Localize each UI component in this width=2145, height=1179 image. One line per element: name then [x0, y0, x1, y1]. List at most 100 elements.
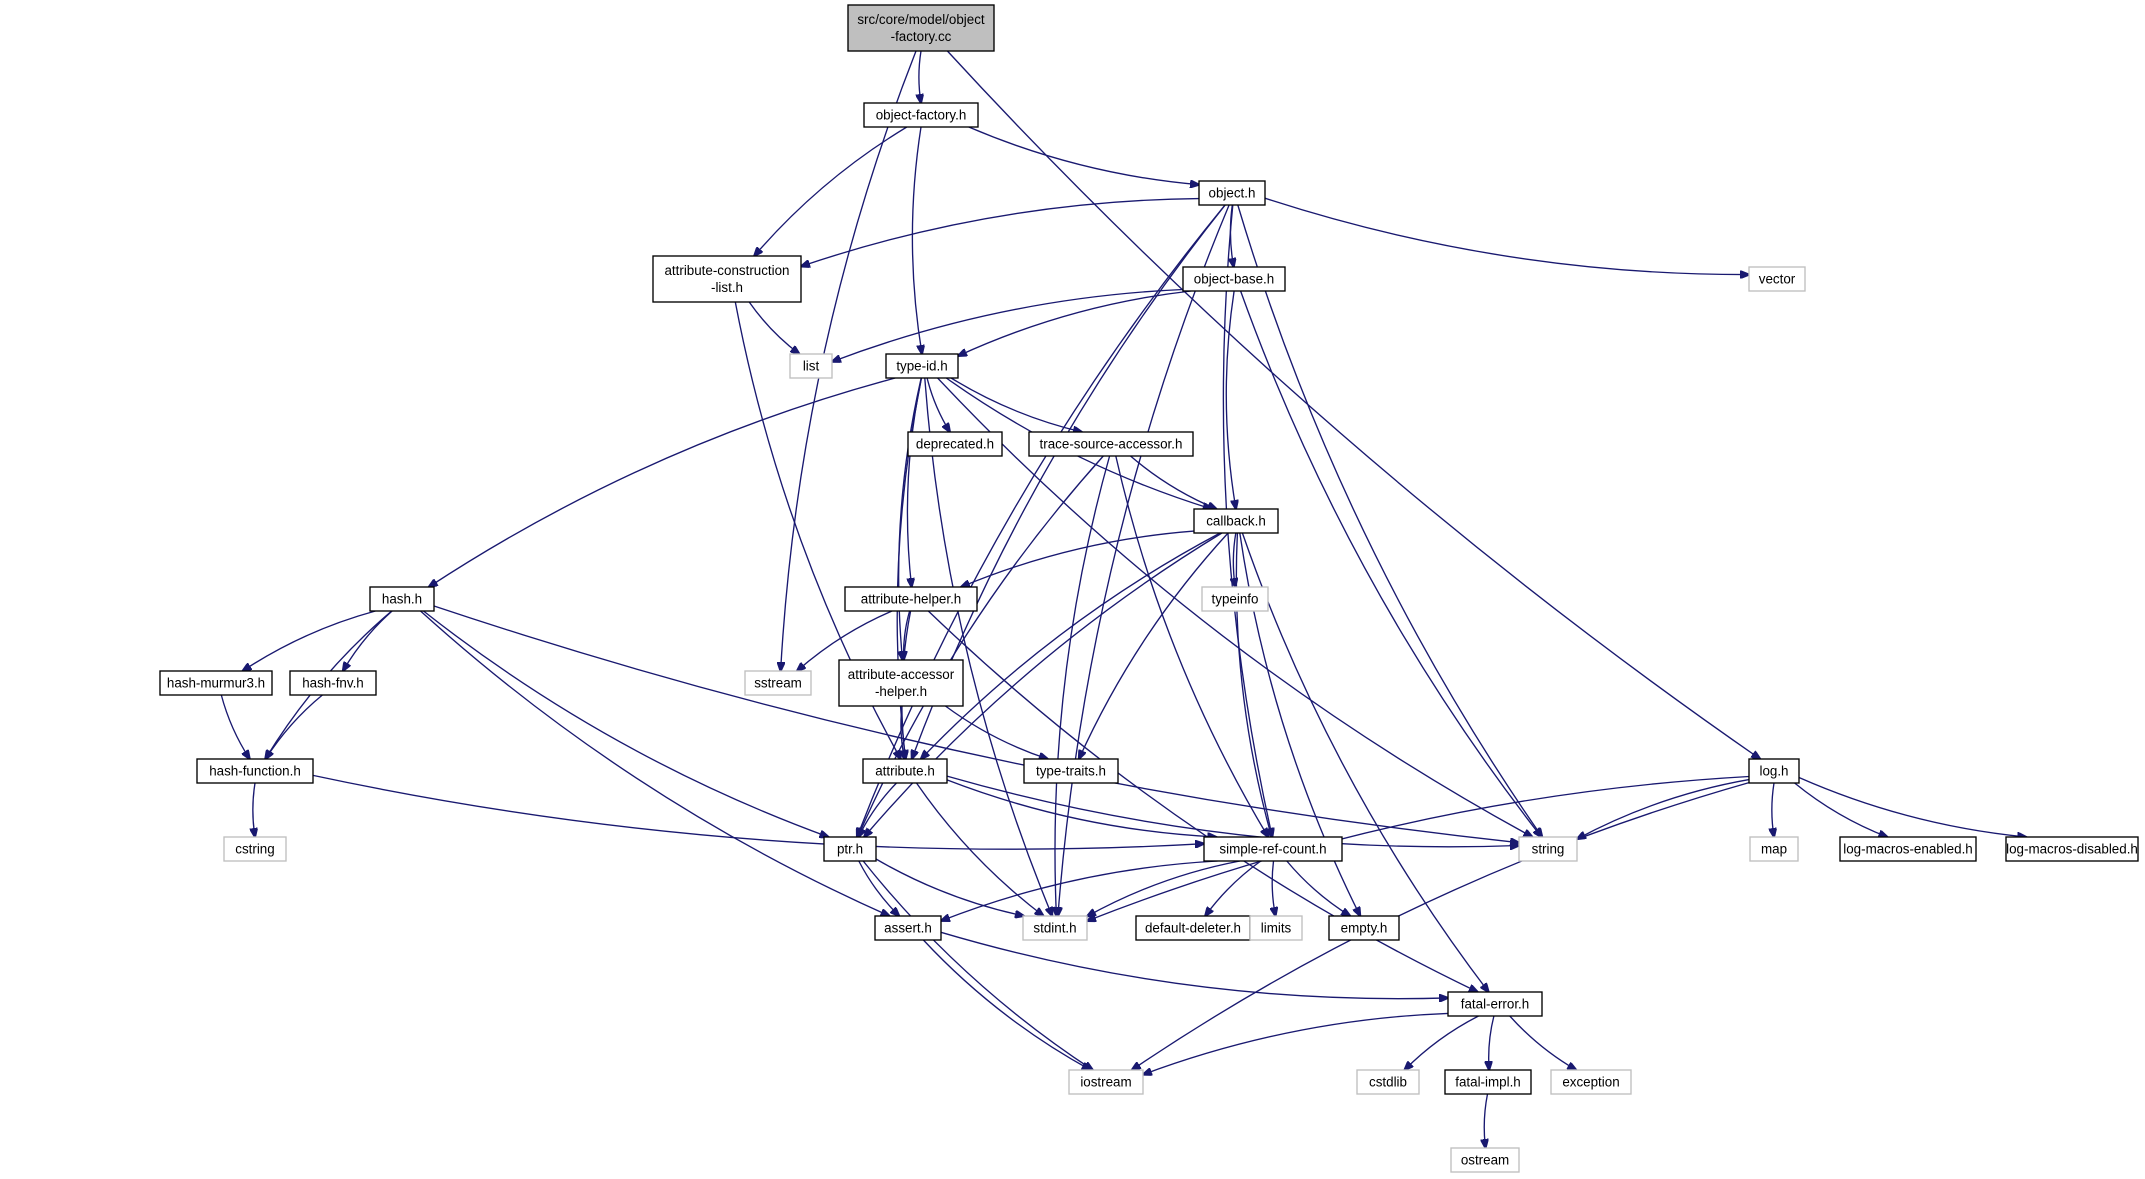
- edge-object-h-to-attribute-construction-list-h: [801, 197, 1200, 267]
- node-stdint-h: stdint.h: [1022, 915, 1088, 941]
- edge-attribute-helper-h-to-sstream: [797, 610, 893, 671]
- node-box: [1023, 758, 1119, 784]
- node-fatal-impl-h[interactable]: fatal-impl.h: [1444, 1069, 1532, 1095]
- node-box: [1450, 1147, 1520, 1173]
- edge-type-id-h-to-stdint-h: [924, 377, 1052, 916]
- edge-type-id-h-to-string: [937, 377, 1533, 837]
- node-label: object.h: [1209, 186, 1256, 201]
- node-cstring: cstring: [223, 836, 287, 862]
- node-log-h[interactable]: log.h: [1748, 758, 1800, 784]
- node-label: -factory.cc: [891, 29, 952, 44]
- edge-root-to-object-factory-h: [919, 50, 921, 103]
- node-object-factory-h[interactable]: object-factory.h: [863, 102, 979, 128]
- node-box: [1068, 1069, 1144, 1095]
- node-box: [1203, 836, 1343, 862]
- node-attribute-construction-list-h[interactable]: attribute-construction -list.h: [652, 255, 802, 303]
- node-box: [744, 670, 812, 696]
- node-vector: vector: [1748, 266, 1806, 292]
- node-simple-ref-count-h[interactable]: simple-ref-count.h: [1203, 836, 1343, 862]
- edge-object-factory-h-to-attribute-construction-list-h: [754, 126, 908, 256]
- edge-object-h-to-ptr-h: [857, 204, 1226, 837]
- node-hash-function-h[interactable]: hash-function.h: [196, 758, 314, 784]
- node-box: [1749, 836, 1799, 862]
- node-attribute-accessor-helper-h[interactable]: attribute-accessor-helper.h: [838, 659, 964, 707]
- node-object-h[interactable]: object.h: [1198, 180, 1266, 206]
- edge-attribute-construction-list-h-to-list: [748, 301, 799, 354]
- edge-attribute-accessor-helper-h-to-attribute-h: [901, 705, 905, 759]
- node-log-macros-enabled-h[interactable]: log-macros-enabled.h: [1839, 836, 1977, 862]
- node-label: attribute-accessor: [848, 667, 955, 682]
- node-label: list: [803, 359, 820, 374]
- node-label: string: [1532, 842, 1565, 857]
- edge-type-id-h-to-trace-source-accessor-h: [950, 377, 1082, 432]
- node-label: limits: [1261, 921, 1292, 936]
- node-label: deprecated.h: [916, 437, 994, 452]
- node-log-macros-disabled-h[interactable]: log-macros-disabled.h: [2005, 836, 2139, 862]
- edge-assert-h-to-fatal-error-h: [940, 931, 1448, 998]
- node-box: [159, 670, 273, 696]
- node-box: [844, 586, 978, 612]
- node-box: [289, 670, 377, 696]
- edge-callback-h-to-type-traits-h: [1079, 532, 1229, 759]
- node-label: src/core/model/object: [857, 12, 985, 27]
- node-label: typeinfo: [1212, 592, 1259, 607]
- edge-ptr-h-to-assert-h: [858, 860, 899, 916]
- node-iostream: iostream: [1068, 1069, 1144, 1095]
- node-object-base-h[interactable]: object-base.h: [1182, 266, 1286, 292]
- node-default-deleter-h[interactable]: default-deleter.h: [1135, 915, 1251, 941]
- node-label: attribute-construction: [664, 263, 789, 278]
- node-label: vector: [1759, 272, 1796, 287]
- node-box: [1356, 1069, 1420, 1095]
- node-assert-h[interactable]: assert.h: [874, 915, 942, 941]
- edge-log-h-to-log-macros-enabled-h: [1794, 782, 1888, 837]
- node-box: [823, 836, 877, 862]
- node-trace-source-accessor-h[interactable]: trace-source-accessor.h: [1028, 431, 1194, 457]
- node-fatal-error-h[interactable]: fatal-error.h: [1447, 991, 1543, 1017]
- node-box: [1839, 836, 1977, 862]
- edge-hash-h-to-ptr-h: [423, 610, 829, 837]
- node-hash-murmur3-h[interactable]: hash-murmur3.h: [159, 670, 273, 696]
- node-limits: limits: [1249, 915, 1303, 941]
- node-label: fatal-impl.h: [1455, 1075, 1521, 1090]
- node-type-traits-h[interactable]: type-traits.h: [1023, 758, 1119, 784]
- node-attribute-helper-h[interactable]: attribute-helper.h: [844, 586, 978, 612]
- node-label: -list.h: [711, 280, 743, 295]
- node-ptr-h[interactable]: ptr.h: [823, 836, 877, 862]
- node-box: [1028, 431, 1194, 457]
- node-root[interactable]: src/core/model/object -factory.cc: [847, 4, 995, 52]
- edge-simple-ref-count-h-to-limits: [1272, 860, 1275, 916]
- node-box: [1447, 991, 1543, 1017]
- edge-hash-h-to-hash-murmur3-h: [243, 610, 376, 671]
- node-type-id-h[interactable]: type-id.h: [885, 353, 959, 379]
- node-label: empty.h: [1341, 921, 1388, 936]
- node-box: [1748, 266, 1806, 292]
- edge-object-h-to-string: [1237, 204, 1542, 837]
- node-label: hash-murmur3.h: [167, 676, 265, 691]
- edge-object-factory-h-to-type-id-h: [911, 126, 922, 354]
- node-callback-h[interactable]: callback.h: [1193, 508, 1279, 534]
- node-label: cstdlib: [1369, 1075, 1407, 1090]
- node-label: exception: [1562, 1075, 1619, 1090]
- node-label: hash-fnv.h: [302, 676, 364, 691]
- node-sstream: sstream: [744, 670, 812, 696]
- node-box: [874, 915, 942, 941]
- node-empty-h[interactable]: empty.h: [1328, 915, 1400, 941]
- node-box: [196, 758, 314, 784]
- edge-trace-source-accessor-h-to-simple-ref-count-h: [1115, 455, 1268, 837]
- edge-log-h-to-string: [1577, 778, 1750, 839]
- edge-attribute-h-to-simple-ref-count-h: [946, 779, 1216, 837]
- edge-fatal-error-h-to-exception: [1509, 1015, 1576, 1070]
- node-label: ptr.h: [837, 842, 863, 857]
- edge-fatal-error-h-to-fatal-impl-h: [1489, 1015, 1495, 1070]
- node-hash-h[interactable]: hash.h: [369, 586, 435, 612]
- node-list: list: [789, 353, 833, 379]
- node-map: map: [1749, 836, 1799, 862]
- node-hash-fnv-h[interactable]: hash-fnv.h: [289, 670, 377, 696]
- node-box: [1198, 180, 1266, 206]
- node-label: ostream: [1461, 1153, 1509, 1168]
- node-deprecated-h[interactable]: deprecated.h: [907, 431, 1003, 457]
- node-attribute-h[interactable]: attribute.h: [862, 758, 948, 784]
- node-box: [369, 586, 435, 612]
- edge-trace-source-accessor-h-to-callback-h: [1130, 455, 1217, 509]
